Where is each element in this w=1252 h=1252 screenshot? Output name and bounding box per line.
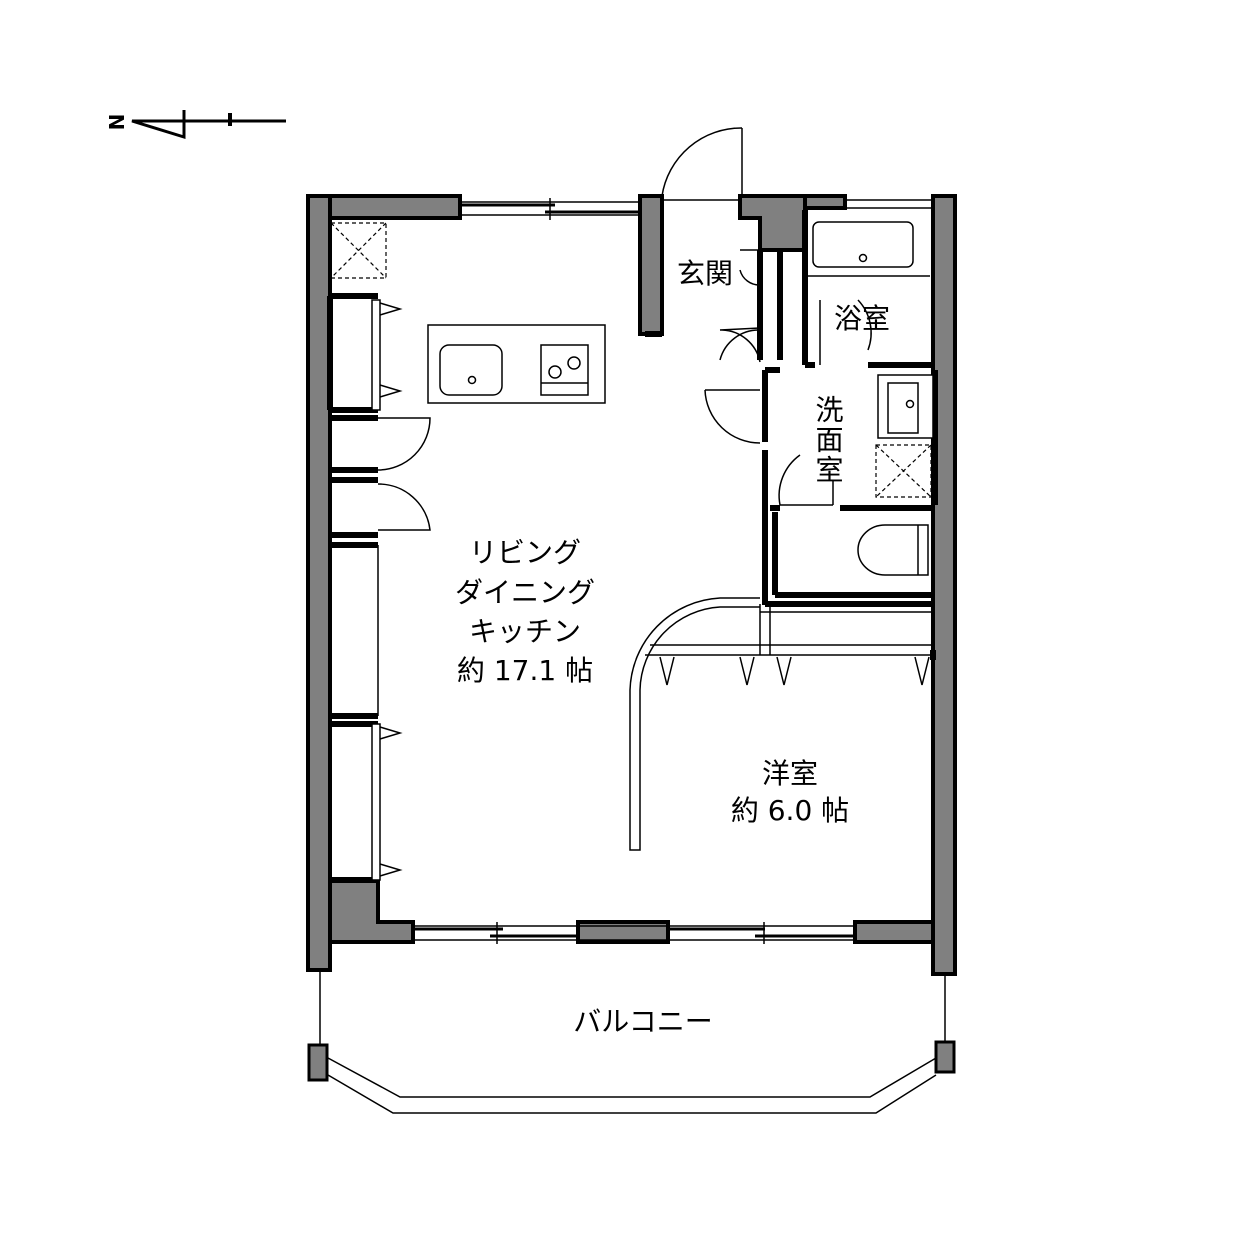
north-label: N bbox=[105, 114, 129, 131]
ldk-label-dining: ダイニング bbox=[455, 576, 595, 609]
stove-icon bbox=[540, 344, 589, 396]
ldk-label-kitchen: キッチン bbox=[469, 615, 581, 648]
doors bbox=[377, 127, 872, 531]
washing-machine-space-icon bbox=[875, 444, 932, 498]
ldk-label-living: リビング bbox=[469, 536, 581, 569]
toilet-icon bbox=[857, 524, 929, 576]
north-arrow-icon: N bbox=[105, 110, 286, 140]
washroom-label: 洗面室 bbox=[812, 395, 845, 485]
storage-space-icon bbox=[330, 222, 387, 279]
balcony-label: バルコニー bbox=[573, 1005, 712, 1038]
closet-doors bbox=[371, 299, 936, 881]
western-room-area: 約 6.0 帖 bbox=[731, 794, 849, 827]
fixtures bbox=[330, 221, 934, 576]
entrance-label: 玄関 bbox=[677, 257, 733, 290]
bathroom-label: 浴室 bbox=[834, 302, 890, 335]
western-room-label: 洋室 bbox=[762, 757, 818, 790]
walls bbox=[306, 194, 957, 976]
balcony bbox=[307, 970, 956, 1114]
windows bbox=[413, 198, 933, 944]
ldk-area: 約 17.1 帖 bbox=[457, 654, 593, 687]
bathtub-icon bbox=[812, 221, 914, 268]
sink-icon bbox=[439, 344, 503, 396]
